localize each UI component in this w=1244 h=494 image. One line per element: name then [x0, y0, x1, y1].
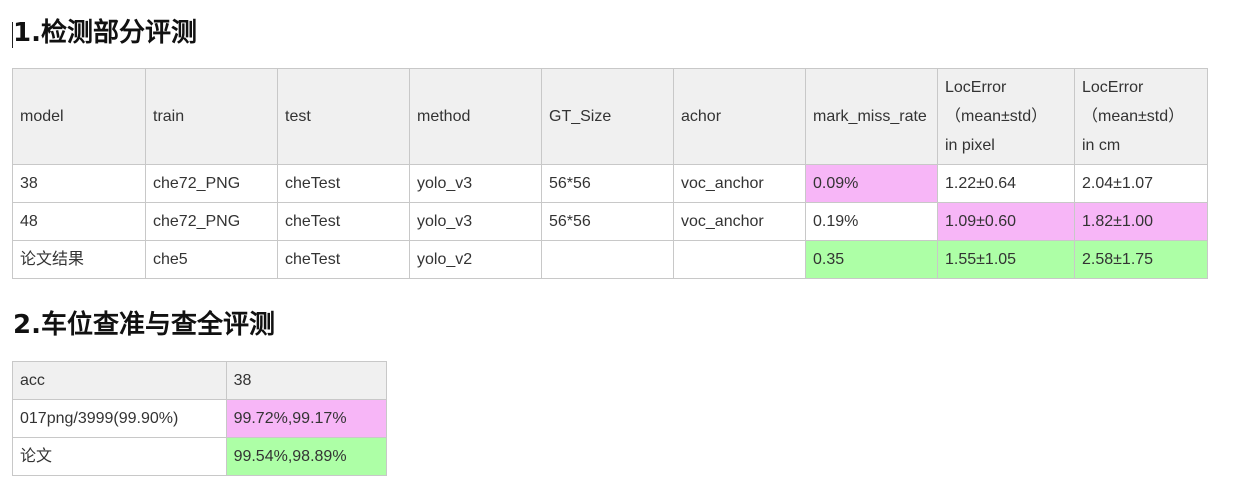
cell-train: che5	[145, 240, 278, 279]
table-row: 017png/3999(99.90%) 99.72%,99.17%	[12, 399, 388, 438]
cell-gt-size	[541, 240, 674, 279]
table-row: 论文 99.54%,98.89%	[12, 437, 388, 476]
cell-test: cheTest	[277, 240, 410, 279]
cell-achor: voc_anchor	[673, 202, 806, 241]
text-cursor	[12, 22, 13, 48]
header-acc: acc	[12, 361, 227, 400]
header-model: model	[12, 68, 146, 165]
cell-method: yolo_v3	[409, 164, 542, 203]
table-header-row: model train test method GT_Size achor ma…	[12, 68, 1208, 165]
header-method: method	[409, 68, 542, 165]
header-mark-miss-rate: mark_miss_rate	[805, 68, 938, 165]
cell-locerror-pixel: 1.22±0.64	[937, 164, 1075, 203]
cell-method: yolo_v2	[409, 240, 542, 279]
cell-locerror-pixel: 1.09±0.60	[937, 202, 1075, 241]
cell-mark-miss-rate: 0.09%	[805, 164, 938, 203]
cell-dataset: 论文	[12, 437, 227, 476]
cell-train: che72_PNG	[145, 202, 278, 241]
cell-precision-recall: 99.54%,98.89%	[225, 437, 388, 476]
section-1-heading: 1.检测部分评测	[13, 18, 197, 48]
cell-gt-size: 56*56	[541, 202, 674, 241]
header-locerror-cm: LocError （mean±std） in cm	[1074, 68, 1208, 165]
table-row: 论文结果 che5 cheTest yolo_v2 0.35 1.55±1.05…	[12, 240, 1208, 279]
header-achor: achor	[673, 68, 806, 165]
table-row: 48 che72_PNG cheTest yolo_v3 56*56 voc_a…	[12, 202, 1208, 241]
cell-method: yolo_v3	[409, 202, 542, 241]
precision-recall-table: acc 38 017png/3999(99.90%) 99.72%,99.17%…	[12, 361, 388, 476]
header-locerror-pixel: LocError （mean±std） in pixel	[937, 68, 1075, 165]
cell-train: che72_PNG	[145, 164, 278, 203]
table-header-row: acc 38	[12, 361, 388, 400]
detection-eval-table: model train test method GT_Size achor ma…	[12, 68, 1208, 279]
header-model-38: 38	[225, 361, 388, 400]
cell-mark-miss-rate: 0.19%	[805, 202, 938, 241]
cell-model: 38	[12, 164, 146, 203]
cell-achor	[673, 240, 806, 279]
cell-dataset: 017png/3999(99.90%)	[12, 399, 227, 438]
cell-mark-miss-rate: 0.35	[805, 240, 938, 279]
cell-locerror-pixel: 1.55±1.05	[937, 240, 1075, 279]
cell-gt-size: 56*56	[541, 164, 674, 203]
table-row: 38 che72_PNG cheTest yolo_v3 56*56 voc_a…	[12, 164, 1208, 203]
cell-model: 论文结果	[12, 240, 146, 279]
cell-achor: voc_anchor	[673, 164, 806, 203]
cell-locerror-cm: 2.04±1.07	[1074, 164, 1208, 203]
cell-locerror-cm: 1.82±1.00	[1074, 202, 1208, 241]
section-2-heading: 2.车位查准与查全评测	[13, 310, 275, 340]
cell-model: 48	[12, 202, 146, 241]
cell-locerror-cm: 2.58±1.75	[1074, 240, 1208, 279]
cell-test: cheTest	[277, 164, 410, 203]
header-train: train	[145, 68, 278, 165]
header-gt-size: GT_Size	[541, 68, 674, 165]
cell-precision-recall: 99.72%,99.17%	[225, 399, 388, 438]
cell-test: cheTest	[277, 202, 410, 241]
header-test: test	[277, 68, 410, 165]
